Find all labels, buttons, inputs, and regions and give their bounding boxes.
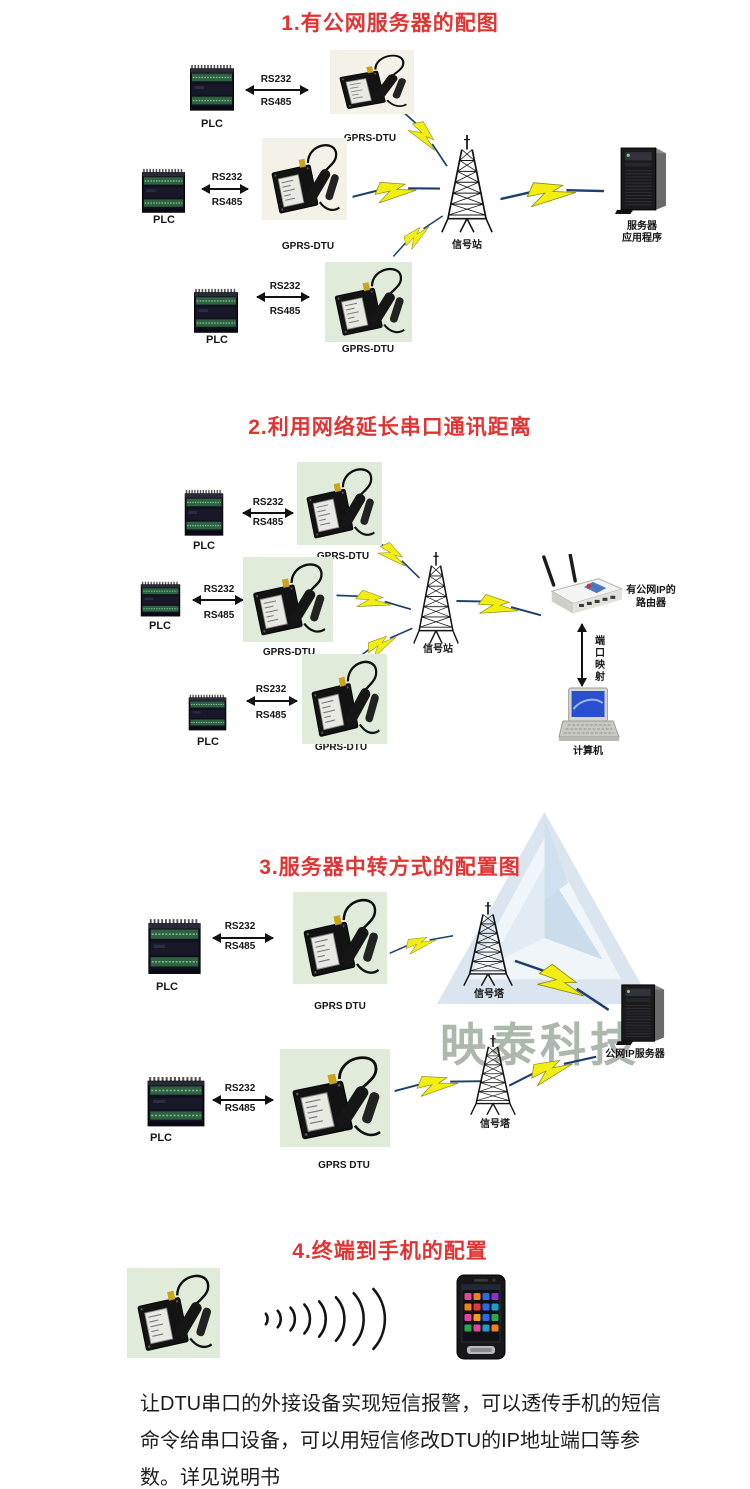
laptop-device <box>558 687 620 745</box>
rs485-label: RS485 <box>255 710 287 721</box>
rs232-label: RS232 <box>224 921 256 932</box>
gprs-dtu-device <box>262 138 347 220</box>
gprs-dtu-device <box>330 50 414 114</box>
rs232-label: RS232 <box>269 281 301 292</box>
lightning-bolt <box>351 173 441 207</box>
port-mapping-label: 端口映射 <box>592 635 604 683</box>
section4-title: 4.终端到手机的配置 <box>292 1240 488 1263</box>
rs485-label: RS485 <box>269 306 301 317</box>
plc-label: PLC <box>193 540 215 552</box>
gprs-dtu-label: GPRS DTU <box>318 1160 370 1171</box>
plc-device <box>139 581 182 619</box>
rs232-label: RS232 <box>224 1083 256 1094</box>
plc-device <box>192 288 240 336</box>
gprs-dtu-device <box>243 557 333 642</box>
gprs-dtu-label: GPRS-DTU <box>341 344 395 355</box>
serial-arrow <box>245 85 309 95</box>
serial-arrow <box>212 1095 274 1105</box>
plc-device <box>187 694 228 733</box>
plc-label: PLC <box>149 620 171 632</box>
section3-title: 3.服务器中转方式的配置图 <box>259 856 521 879</box>
gprs-dtu-label: GPRS DTU <box>314 1001 366 1012</box>
lightning-bolt <box>387 208 448 263</box>
plc-label: PLC <box>201 118 223 130</box>
gprs-dtu-device <box>302 654 387 744</box>
router-label-line1: 有公网IP的 <box>626 585 676 596</box>
mobile-phone-device <box>454 1274 508 1360</box>
router-label-line2: 路由器 <box>636 598 666 609</box>
rs485-label: RS485 <box>260 97 292 108</box>
lightning-bolt <box>335 584 413 618</box>
gprs-dtu-label: GPRS-DTU <box>316 551 370 562</box>
plc-label: PLC <box>206 334 228 346</box>
lightning-bolt <box>499 174 605 212</box>
serial-arrow <box>242 508 294 518</box>
plc-device <box>183 489 225 539</box>
router-device <box>538 554 626 622</box>
section2-title: 2.利用网络延长串口通讯距离 <box>248 416 532 439</box>
rs485-label: RS485 <box>224 941 256 952</box>
server-device <box>615 146 668 214</box>
plc-device <box>188 64 236 114</box>
gprs-dtu-device <box>127 1268 220 1358</box>
signal-tower <box>441 135 493 235</box>
serial-arrow <box>201 184 249 194</box>
footer-note: 让DTU串口的外接设备实现短信报警，可以透传手机的短信命令给串口设备，可以用短信… <box>140 1393 662 1489</box>
plc-device <box>140 168 187 216</box>
server-label-line1: 服务器 <box>627 221 657 232</box>
rs232-label: RS232 <box>211 172 243 183</box>
serial-arrow <box>192 595 244 605</box>
gprs-dtu-label: GPRS-DTU <box>314 742 368 753</box>
plc-device <box>145 1076 207 1130</box>
gprs-dtu-device <box>325 262 412 342</box>
signal-tower <box>413 552 459 646</box>
rs485-label: RS485 <box>203 610 235 621</box>
lightning-bolt <box>455 587 544 624</box>
rs485-label: RS485 <box>252 517 284 528</box>
signal-station-label: 信号站 <box>423 644 453 655</box>
section1-title: 1.有公网服务器的配图 <box>281 12 499 35</box>
signal-tower <box>470 1035 516 1117</box>
plc-label: PLC <box>153 214 175 226</box>
watermark-text: 映泰科技 <box>440 1019 640 1071</box>
gprs-dtu-label: GPRS-DTU <box>281 241 335 252</box>
serial-arrow <box>256 292 310 302</box>
signal-tower-label: 信号塔 <box>480 1119 510 1130</box>
gprs-dtu-label: GPRS-DTU <box>343 133 397 144</box>
gprs-dtu-device <box>280 1049 390 1147</box>
signal-tower-label: 信号塔 <box>474 989 504 1000</box>
serial-arrow <box>212 933 274 943</box>
plc-device <box>146 918 203 978</box>
plc-label: PLC <box>150 1132 172 1144</box>
gprs-dtu-label: GPRS-DTU <box>262 647 316 658</box>
plc-label: PLC <box>197 736 219 748</box>
public-ip-server-label: 公网IP服务器 <box>605 1049 665 1060</box>
gprs-dtu-device <box>293 892 387 984</box>
rs232-label: RS232 <box>260 74 292 85</box>
radio-waves <box>256 1286 404 1352</box>
rs485-label: RS485 <box>224 1103 256 1114</box>
signal-station-label: 信号站 <box>452 240 482 251</box>
gprs-dtu-device <box>297 462 382 545</box>
port-mapping-arrow <box>577 623 587 687</box>
server-device <box>616 983 666 1045</box>
rs232-label: RS232 <box>255 684 287 695</box>
rs232-label: RS232 <box>252 497 284 508</box>
computer-label: 计算机 <box>573 746 603 757</box>
serial-arrow <box>246 696 298 706</box>
plc-label: PLC <box>156 981 178 993</box>
server-label-line2: 应用程序 <box>622 233 662 244</box>
signal-tower <box>463 902 513 988</box>
rs485-label: RS485 <box>211 197 243 208</box>
rs232-label: RS232 <box>203 584 235 595</box>
